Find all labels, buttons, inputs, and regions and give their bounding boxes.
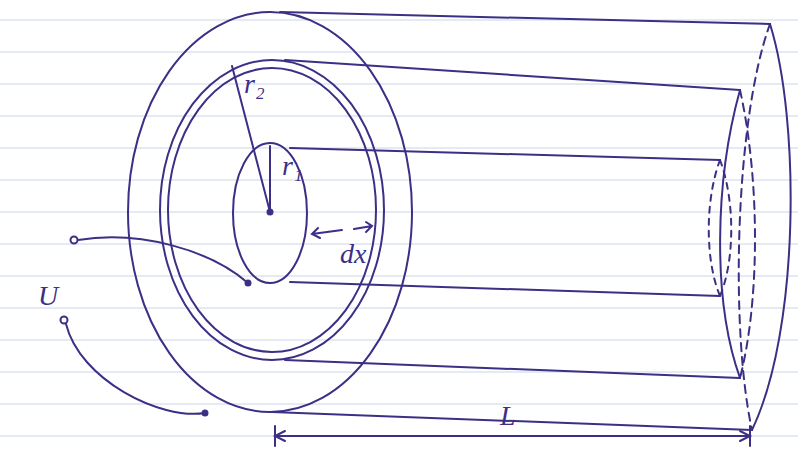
voltage-label: U: [38, 282, 58, 310]
paper-lines: [0, 20, 798, 436]
radius-label: r₁: [282, 152, 303, 180]
cylinder-drawing: [61, 12, 791, 446]
radius-label: r₂: [244, 70, 265, 98]
thickness-label: dx: [340, 240, 366, 268]
length-label: L: [500, 402, 516, 430]
